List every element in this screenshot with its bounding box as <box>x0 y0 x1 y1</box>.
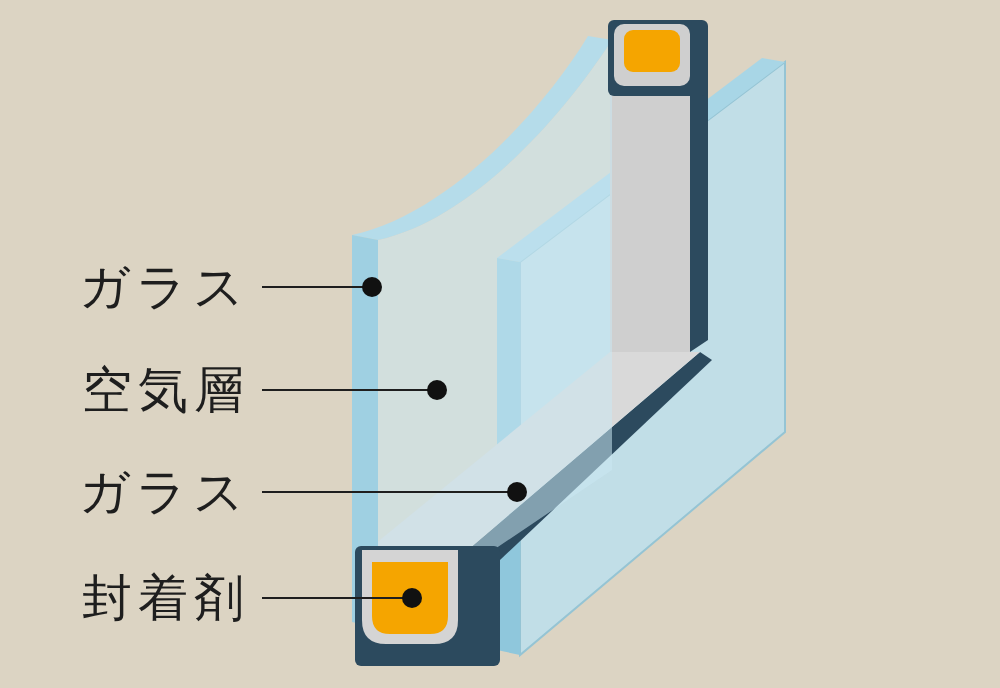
part-label: 空気層 <box>82 365 250 415</box>
leader-dot <box>427 380 447 400</box>
leader-line <box>262 491 517 493</box>
part-label: ガラス <box>79 467 250 517</box>
part-label: 封着剤 <box>82 573 250 623</box>
leader-line <box>262 286 372 288</box>
spacer-end-inner <box>614 24 690 86</box>
leader-dot <box>507 482 527 502</box>
front-glass-face <box>378 40 612 628</box>
spacer-end <box>608 20 708 96</box>
leader-line <box>262 389 437 391</box>
leader-line <box>262 597 412 599</box>
part-label: ガラス <box>79 262 250 312</box>
leader-dot <box>362 277 382 297</box>
sealant <box>624 30 680 72</box>
spacer-end <box>355 546 500 666</box>
front-glass-top-edge <box>352 36 612 240</box>
leader-dot <box>402 588 422 608</box>
